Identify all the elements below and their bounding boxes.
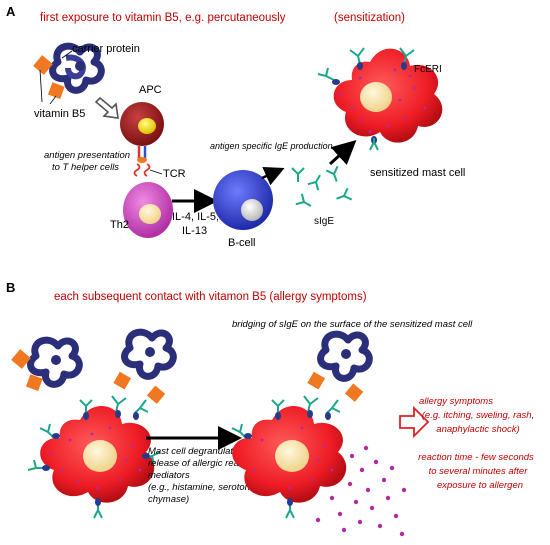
bridging-label: bridging of sIgE on the surface of the s… xyxy=(232,319,473,330)
free-ige-icons xyxy=(291,165,353,207)
apc-nucleus xyxy=(138,118,156,134)
sensitized-mast-cell-label: sensitized mast cell xyxy=(370,167,465,179)
degranulation-label-5: chymase) xyxy=(148,494,189,505)
hollow-arrow-icon xyxy=(94,96,119,119)
panel-a-title-note: (sensitization) xyxy=(334,12,405,24)
vitamin-b5-b2-icon xyxy=(25,374,43,391)
vitamin-b5-b4-icon xyxy=(146,385,166,404)
carrier-protein-b1-icon xyxy=(27,336,83,388)
mast-granules-b1 xyxy=(50,426,142,490)
fceri-receptors-b1 xyxy=(42,410,150,506)
mast-granules-a xyxy=(338,68,427,134)
vitamin-b5-b1-icon xyxy=(11,349,31,369)
tcr-label: TCR xyxy=(163,168,186,180)
carrier-protein-label: carrier protein xyxy=(72,43,140,55)
th2-label: Th2 xyxy=(110,219,129,231)
vitamin-b5-icon-2 xyxy=(47,82,65,99)
th2-nucleus xyxy=(139,204,161,224)
mast-cell-b1 xyxy=(40,406,155,503)
b-cell xyxy=(213,170,273,230)
sensitized-mast-cell xyxy=(333,48,443,143)
b-cell-label: B-cell xyxy=(228,237,256,249)
cytokines-label-1: IL-4, IL-5, xyxy=(172,211,219,223)
antigen-presentation-label: antigen presentation xyxy=(44,150,130,161)
mast-cell-b2 xyxy=(232,406,347,503)
b-cell-nucleus xyxy=(241,199,263,221)
sensitization-arrow xyxy=(328,139,357,166)
fceri-label: FcERI xyxy=(414,64,442,75)
apc-label: APC xyxy=(139,84,162,96)
vitamin-b5-icon xyxy=(33,55,53,75)
vitamin-b5-b3-icon xyxy=(113,371,132,390)
t-helper-label: to T helper cells xyxy=(52,162,119,173)
cytokines-label-2: IL-13 xyxy=(182,225,207,237)
mast-granules-b2 xyxy=(252,426,334,490)
reaction-label-3: exposure to allergen xyxy=(437,480,523,491)
reaction-label-2: to several minutes after xyxy=(429,466,529,477)
reaction-label-1: reaction time - few seconds xyxy=(418,452,534,463)
degranulation-label-1: Mast cell degranulation - xyxy=(148,446,252,457)
ige-production-label: antigen specific IgE production xyxy=(210,141,333,151)
tcr-connection-icon xyxy=(133,146,151,177)
panel-a-title: first exposure to vitamin B5, e.g. percu… xyxy=(40,12,286,24)
vitamin-b5-b5-icon xyxy=(307,371,326,390)
carrier-protein-b3-icon xyxy=(317,330,373,382)
carrier-protein-b2-icon xyxy=(121,328,177,380)
panel-b-title: each subsequent contact with vitamon B5 … xyxy=(54,291,367,303)
panel-b-letter: B xyxy=(6,280,15,295)
degranulation-label-2: release of allergic reaction xyxy=(148,458,259,469)
fceri-receptors-a xyxy=(332,62,407,144)
symptoms-label-2: (e.g. itching, sweling, rash, xyxy=(422,410,534,421)
degranulation-label-4: (e.g., histamine, serotonin, xyxy=(148,482,260,493)
panel-a-letter: A xyxy=(6,4,16,19)
degranulation-label-3: mediators xyxy=(148,470,190,481)
carrier-protein-icon xyxy=(49,42,105,94)
symptoms-label-3: anaphylactic shock) xyxy=(436,424,519,435)
outcome-arrow-icon xyxy=(399,405,430,439)
sige-label: sIgE xyxy=(314,216,334,227)
vitamin-b5-b6-icon xyxy=(344,383,364,402)
fceri-receptors-b2 xyxy=(244,410,331,506)
symptoms-label-1: allergy symptoms xyxy=(419,396,493,407)
ige-arrow-1 xyxy=(261,166,285,186)
vitamin-b5-label: vitamin B5 xyxy=(34,108,85,120)
released-mediators xyxy=(315,445,407,537)
